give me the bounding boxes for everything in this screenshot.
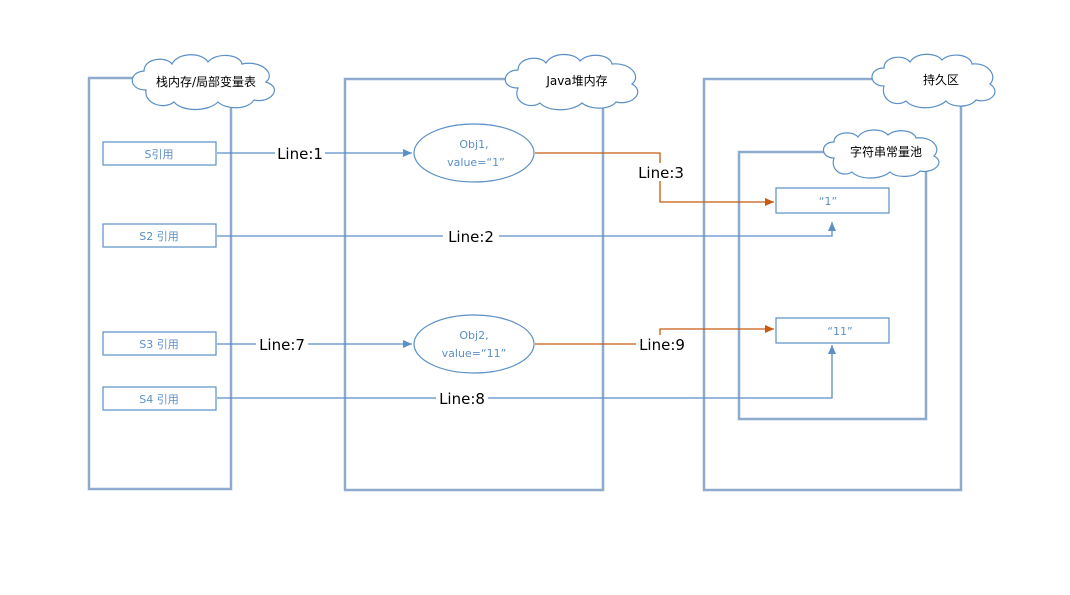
constant-1: “1” — [775, 187, 890, 214]
obj2-node: Obj2, value=“11” — [413, 314, 535, 374]
obj1-value: value=“1” — [447, 156, 505, 169]
line2-label: Line:2 — [448, 228, 494, 246]
s2-ref: S2 引用 — [102, 223, 217, 248]
constant-1-label: “1” — [819, 195, 837, 208]
s1-ref: S引用 — [102, 141, 217, 166]
constant-11: “11” — [775, 317, 890, 344]
stack-title: 栈内存/局部变量表 — [156, 74, 256, 89]
pool-title: 字符串常量池 — [850, 144, 922, 159]
obj1-name: Obj1, — [459, 138, 488, 151]
line7-label: Line:7 — [259, 336, 305, 354]
constant-11-label: “11” — [827, 325, 852, 338]
obj2-name: Obj2, — [459, 329, 488, 342]
line1-label: Line:1 — [277, 145, 323, 163]
line8-label-group: Line:8 — [436, 389, 488, 408]
obj1-node: Obj1, value=“1” — [413, 123, 535, 183]
stack-cloud: 栈内存/局部变量表 — [131, 54, 275, 111]
s4-ref-label: S4 引用 — [139, 392, 178, 406]
line8-label: Line:8 — [439, 390, 485, 408]
s1-ref-label: S引用 — [145, 147, 174, 161]
line9-label: Line:9 — [639, 336, 685, 354]
line2-connector — [217, 222, 836, 237]
heap-cloud: Java堆内存 — [504, 53, 639, 111]
pool-cloud: 字符串常量池 — [822, 129, 940, 179]
line1-label-group: Line:1 — [275, 144, 325, 163]
line7-label-group: Line:7 — [256, 335, 308, 354]
s2-ref-label: S2 引用 — [139, 229, 178, 243]
line9-label-group: Line:9 — [636, 335, 688, 354]
stack-region — [87, 76, 233, 491]
s4-ref: S4 引用 — [102, 386, 217, 411]
obj2-value: value=“11” — [442, 347, 507, 360]
line3-label: Line:3 — [638, 164, 684, 182]
line8-connector — [217, 345, 836, 399]
line3-label-group: Line:3 — [634, 163, 688, 182]
heap-title: Java堆内存 — [545, 74, 607, 88]
line2-label-group: Line:2 — [443, 227, 499, 246]
s3-ref-label: S3 引用 — [139, 337, 178, 351]
perm-cloud: 持久区 — [871, 53, 996, 109]
perm-title: 持久区 — [923, 72, 959, 87]
s3-ref: S3 引用 — [102, 331, 217, 356]
